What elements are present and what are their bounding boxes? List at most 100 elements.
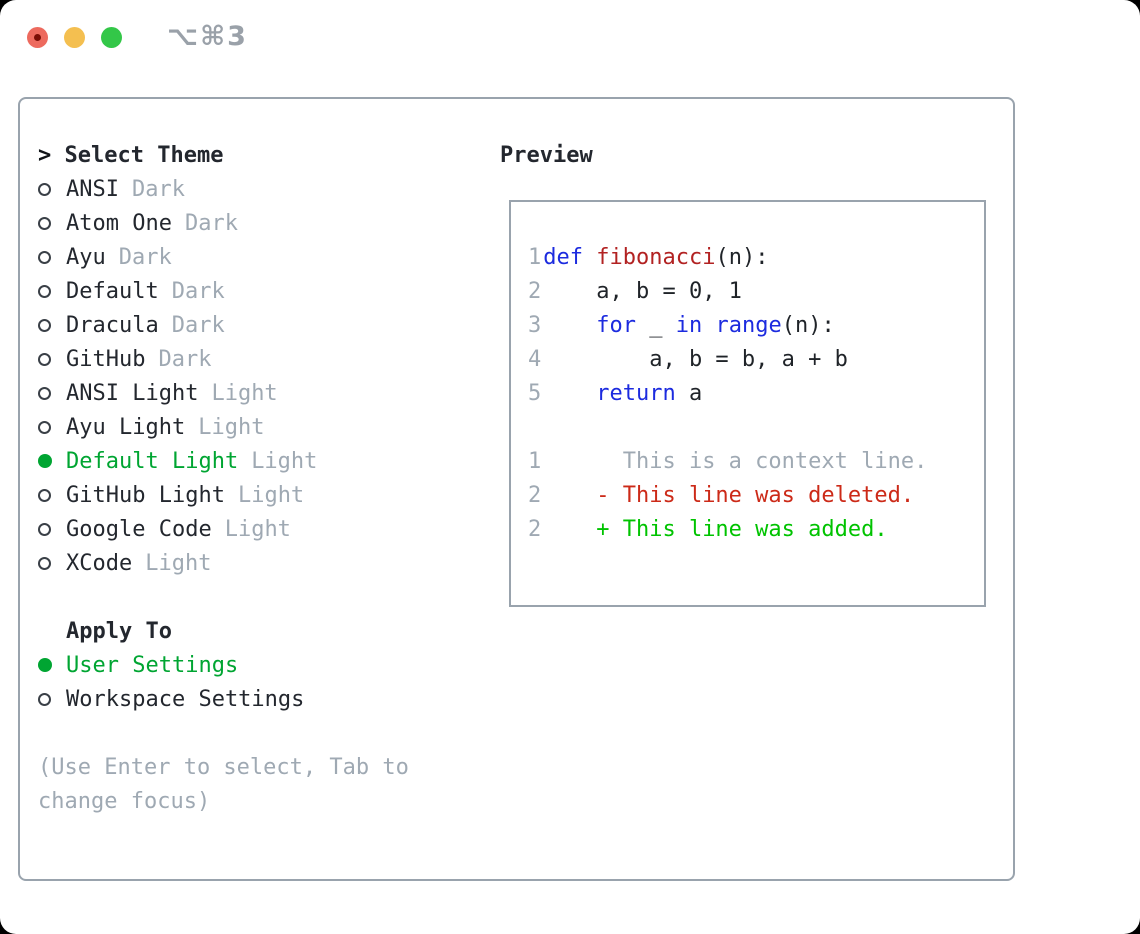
line-number: 3 [528, 313, 542, 338]
theme-variant: Light [211, 381, 278, 406]
close-button[interactable] [27, 27, 48, 48]
theme-option-github-light[interactable]: GitHub Light Light [38, 479, 433, 513]
code-segment-plain: a [675, 381, 703, 406]
apply-option-label: User Settings [66, 653, 239, 678]
code-segment-plain [583, 245, 596, 270]
theme-variant: Dark [131, 177, 185, 202]
code-segment-del: - This line was deleted. [543, 483, 915, 508]
theme-option-atom-one[interactable]: Atom One Dark [38, 207, 433, 241]
apply-to-header: Apply To [38, 615, 433, 649]
line-number: 1 [528, 245, 542, 270]
theme-name: Dracula [66, 313, 159, 338]
theme-name: Ayu Light [66, 415, 186, 440]
code-segment-plain [543, 381, 596, 406]
theme-variant: Light [198, 415, 265, 440]
theme-variant: Light [237, 483, 305, 508]
theme-option-ayu[interactable]: Ayu Dark [38, 241, 433, 275]
select-theme-header: > Select Theme [38, 139, 433, 173]
theme-name: Atom One [66, 211, 172, 236]
theme-name: Default Light [66, 449, 239, 474]
radio-unselected-icon [38, 319, 51, 332]
radio-unselected-icon [38, 489, 51, 502]
theme-variant: Dark [158, 347, 212, 372]
theme-variant: Dark [184, 211, 238, 236]
diff-sample: 1 This is a context line.2 - This line w… [528, 445, 984, 547]
preview-title: Preview [500, 143, 593, 168]
radio-unselected-icon [38, 523, 51, 536]
radio-selected-icon [38, 658, 52, 672]
line-number: 2 [528, 517, 542, 542]
line-number: 2 [528, 483, 542, 508]
code-segment-kw: return [596, 381, 676, 406]
theme-option-github[interactable]: GitHub Dark [38, 343, 433, 377]
code-segment-plain: _ [635, 313, 676, 338]
code-segment-kw: range [715, 313, 782, 338]
line-number: 4 [528, 347, 542, 372]
theme-name: XCode [66, 551, 133, 576]
theme-name: Ayu [66, 245, 106, 270]
theme-option-dracula[interactable]: Dracula Dark [38, 309, 433, 343]
theme-option-ayu-light[interactable]: Ayu Light Light [38, 411, 433, 445]
line-number: 2 [528, 279, 542, 304]
line-number: 1 [528, 449, 542, 474]
radio-unselected-icon [38, 217, 51, 230]
spacer [528, 411, 984, 445]
minimize-button[interactable] [64, 27, 85, 48]
focus-cursor: > [38, 143, 65, 168]
window-title-shortcut: ⌥⌘3 [167, 21, 248, 52]
code-segment-plain: (n): [781, 313, 835, 338]
spacer [38, 581, 433, 615]
code-line: 1def fibonacci(n): [528, 241, 984, 275]
theme-name: GitHub Light [66, 483, 225, 508]
code-segment-add: + This line was added. [543, 517, 888, 542]
code-segment-plain: a, b = b, a + b [543, 347, 848, 372]
radio-unselected-icon [38, 421, 51, 434]
radio-unselected-icon [38, 251, 51, 264]
zoom-button[interactable] [101, 27, 122, 48]
radio-unselected-icon [38, 557, 51, 570]
close-button-dot [34, 34, 41, 41]
diff-line: 2 + This line was added. [528, 513, 984, 547]
code-segment-plain [543, 313, 596, 338]
select-theme-header-label: Select Theme [64, 143, 224, 168]
radio-selected-icon [38, 454, 52, 468]
theme-name: ANSI [66, 177, 119, 202]
radio-unselected-icon [38, 693, 51, 706]
theme-option-ansi[interactable]: ANSI Dark [38, 173, 433, 207]
diff-line: 2 - This line was deleted. [528, 479, 984, 513]
diff-line: 1 This is a context line. [528, 445, 984, 479]
apply-option-workspace-settings[interactable]: Workspace Settings [38, 683, 433, 717]
theme-variant: Dark [171, 313, 225, 338]
code-segment-plain [702, 313, 715, 338]
apply-to-header-label: Apply To [66, 619, 172, 644]
code-segment-kw: in [675, 313, 703, 338]
line-number: 5 [528, 381, 542, 406]
code-line: 5 return a [528, 377, 984, 411]
code-line: 4 a, b = b, a + b [528, 343, 984, 377]
apply-option-label: Workspace Settings [66, 687, 305, 712]
code-segment-fn: fibonacci [596, 245, 716, 270]
theme-name: Google Code [66, 517, 212, 542]
apply-option-user-settings[interactable]: User Settings [38, 649, 433, 683]
theme-variant: Dark [118, 245, 172, 270]
radio-unselected-icon [38, 387, 51, 400]
theme-variant: Dark [171, 279, 225, 304]
radio-unselected-icon [38, 285, 51, 298]
code-segment-kw: for [596, 313, 636, 338]
theme-name: GitHub [66, 347, 146, 372]
spacer [38, 717, 433, 751]
radio-unselected-icon [38, 353, 51, 366]
code-line: 3 for _ in range(n): [528, 309, 984, 343]
